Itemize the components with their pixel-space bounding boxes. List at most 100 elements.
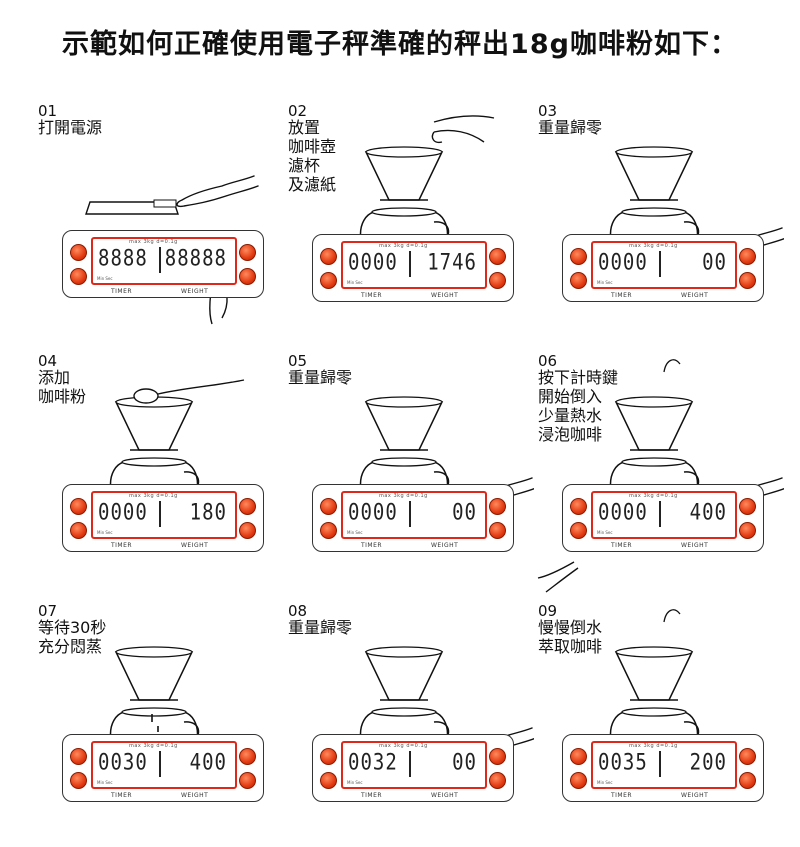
scale-button[interactable] bbox=[70, 244, 87, 261]
scale-button[interactable] bbox=[320, 772, 337, 789]
lcd-spec: max 3kg d=0.1g bbox=[379, 243, 428, 249]
lcd-spec: max 3kg d=0.1g bbox=[379, 743, 428, 749]
scale-button[interactable] bbox=[239, 268, 256, 285]
weight-readout: 1746 bbox=[427, 250, 477, 276]
lcd-spec: max 3kg d=0.1g bbox=[129, 743, 178, 749]
scale-display: max 3kg d=0.1g 0000 400 Min Sec TIMER WE… bbox=[562, 484, 764, 552]
scale-button[interactable] bbox=[320, 248, 337, 265]
timer-readout: 0030 bbox=[98, 750, 148, 776]
lcd-screen: max 3kg d=0.1g 0000 180 Min Sec bbox=[91, 491, 237, 539]
lcd-sublabel: Min Sec bbox=[347, 530, 363, 535]
scale-button[interactable] bbox=[239, 772, 256, 789]
scale-button[interactable] bbox=[739, 748, 756, 765]
scale-display: max 3kg d=0.1g 0030 400 Min Sec TIMER WE… bbox=[62, 734, 264, 802]
timer-label: TIMER bbox=[361, 292, 383, 299]
scale-button[interactable] bbox=[239, 244, 256, 261]
scale-button[interactable] bbox=[70, 772, 87, 789]
lcd-screen: max 3kg d=0.1g 0030 400 Min Sec bbox=[91, 741, 237, 789]
scale-button[interactable] bbox=[489, 522, 506, 539]
lcd-screen: max 3kg d=0.1g 0000 1746 Min Sec bbox=[341, 241, 487, 289]
scale-button[interactable] bbox=[739, 772, 756, 789]
step-number: 05 bbox=[288, 352, 308, 370]
scale-button[interactable] bbox=[320, 498, 337, 515]
weight-readout: 180 bbox=[189, 500, 227, 526]
lcd-sublabel: Min Sec bbox=[347, 780, 363, 785]
timer-readout: 8888 bbox=[98, 246, 148, 272]
lcd-screen: max 3kg d=0.1g 0032 00 Min Sec bbox=[341, 741, 487, 789]
weight-label: WEIGHT bbox=[181, 288, 209, 295]
scale-button[interactable] bbox=[739, 522, 756, 539]
lcd-sublabel: Min Sec bbox=[97, 276, 113, 281]
scale-button[interactable] bbox=[570, 748, 587, 765]
lcd-sublabel: Min Sec bbox=[597, 780, 613, 785]
timer-readout: 0000 bbox=[598, 250, 648, 276]
scale-button[interactable] bbox=[320, 272, 337, 289]
scale-button[interactable] bbox=[489, 748, 506, 765]
weight-label: WEIGHT bbox=[431, 792, 459, 799]
weight-label: WEIGHT bbox=[681, 792, 709, 799]
lcd-spec: max 3kg d=0.1g bbox=[629, 493, 678, 499]
scale-button[interactable] bbox=[70, 748, 87, 765]
scale-button[interactable] bbox=[739, 272, 756, 289]
lcd-sublabel: Min Sec bbox=[597, 280, 613, 285]
lcd-sublabel: Min Sec bbox=[597, 530, 613, 535]
scale-button[interactable] bbox=[70, 522, 87, 539]
scale-button[interactable] bbox=[739, 498, 756, 515]
lcd-divider bbox=[409, 751, 411, 777]
lcd-divider bbox=[159, 501, 161, 527]
lcd-spec: max 3kg d=0.1g bbox=[129, 493, 178, 499]
scale-button[interactable] bbox=[570, 272, 587, 289]
scale-button[interactable] bbox=[239, 498, 256, 515]
scale-button[interactable] bbox=[489, 248, 506, 265]
scale-display: max 3kg d=0.1g 0035 200 Min Sec TIMER WE… bbox=[562, 734, 764, 802]
scale-button[interactable] bbox=[239, 748, 256, 765]
lcd-sublabel: Min Sec bbox=[347, 280, 363, 285]
scale-button[interactable] bbox=[320, 748, 337, 765]
lcd-divider bbox=[159, 247, 161, 273]
step-instruction: 等待30秒 充分悶蒸 bbox=[38, 618, 107, 656]
weight-label: WEIGHT bbox=[681, 542, 709, 549]
weight-readout: 200 bbox=[689, 750, 727, 776]
scale-button[interactable] bbox=[570, 498, 587, 515]
scale-button[interactable] bbox=[489, 272, 506, 289]
lcd-screen: max 3kg d=0.1g 0000 400 Min Sec bbox=[591, 491, 737, 539]
scale-button[interactable] bbox=[570, 248, 587, 265]
lcd-spec: max 3kg d=0.1g bbox=[129, 239, 178, 245]
weight-label: WEIGHT bbox=[431, 542, 459, 549]
scale-button[interactable] bbox=[739, 248, 756, 265]
weight-readout: 88888 bbox=[164, 246, 227, 272]
step-instruction: 放置 咖啡壺 濾杯 及濾紙 bbox=[288, 118, 337, 194]
scale-button[interactable] bbox=[70, 268, 87, 285]
step-instruction: 按下計時鍵 開始倒入 少量熱水 浸泡咖啡 bbox=[538, 368, 619, 444]
lcd-screen: max 3kg d=0.1g 0035 200 Min Sec bbox=[591, 741, 737, 789]
lcd-divider bbox=[409, 501, 411, 527]
step-number: 01 bbox=[38, 102, 58, 120]
lcd-sublabel: Min Sec bbox=[97, 780, 113, 785]
weight-readout: 00 bbox=[702, 250, 727, 276]
step-02: 02 放置 咖啡壺 濾杯 及濾紙 max 3kg d=0.1g 0000 174… bbox=[284, 102, 534, 347]
scale-display: max 3kg d=0.1g 0000 00 Min Sec TIMER WEI… bbox=[562, 234, 764, 302]
scale-button[interactable] bbox=[570, 772, 587, 789]
lcd-divider bbox=[409, 251, 411, 277]
timer-label: TIMER bbox=[111, 542, 133, 549]
page-title: 示範如何正確使用電子秤準確的秤出18g咖啡粉如下： bbox=[62, 29, 738, 60]
scale-display: max 3kg d=0.1g 0032 00 Min Sec TIMER WEI… bbox=[312, 734, 514, 802]
scale-button[interactable] bbox=[70, 498, 87, 515]
scale-button[interactable] bbox=[320, 522, 337, 539]
scale-button[interactable] bbox=[239, 522, 256, 539]
step-number: 06 bbox=[538, 352, 558, 370]
step-01: 01 打開電源 max 3kg d=0.1g 8888 88888 Min Se… bbox=[34, 102, 284, 347]
hand-press-tare-button-icon bbox=[351, 646, 534, 763]
step-number: 09 bbox=[538, 602, 558, 620]
scale-button[interactable] bbox=[570, 522, 587, 539]
weight-readout: 400 bbox=[689, 500, 727, 526]
scale-button[interactable] bbox=[489, 498, 506, 515]
scale-display: max 3kg d=0.1g 0000 1746 Min Sec TIMER W… bbox=[312, 234, 514, 302]
weight-label: WEIGHT bbox=[181, 542, 209, 549]
scale-display: max 3kg d=0.1g 8888 88888 Min Sec TIMER … bbox=[62, 230, 264, 298]
timer-label: TIMER bbox=[361, 542, 383, 549]
timer-label: TIMER bbox=[111, 288, 133, 295]
scale-button[interactable] bbox=[489, 772, 506, 789]
timer-readout: 0000 bbox=[598, 500, 648, 526]
lcd-spec: max 3kg d=0.1g bbox=[379, 493, 428, 499]
